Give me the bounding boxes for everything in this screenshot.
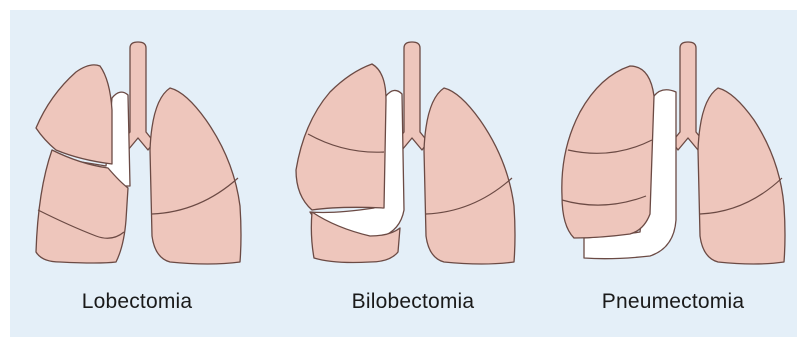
pneumonectomy-caption: Pneumectomia <box>573 290 773 314</box>
lobectomy-caption: Lobectomia <box>37 290 237 314</box>
left-lung <box>698 88 785 264</box>
bilobectomy-caption: Bilobectomia <box>313 290 513 314</box>
